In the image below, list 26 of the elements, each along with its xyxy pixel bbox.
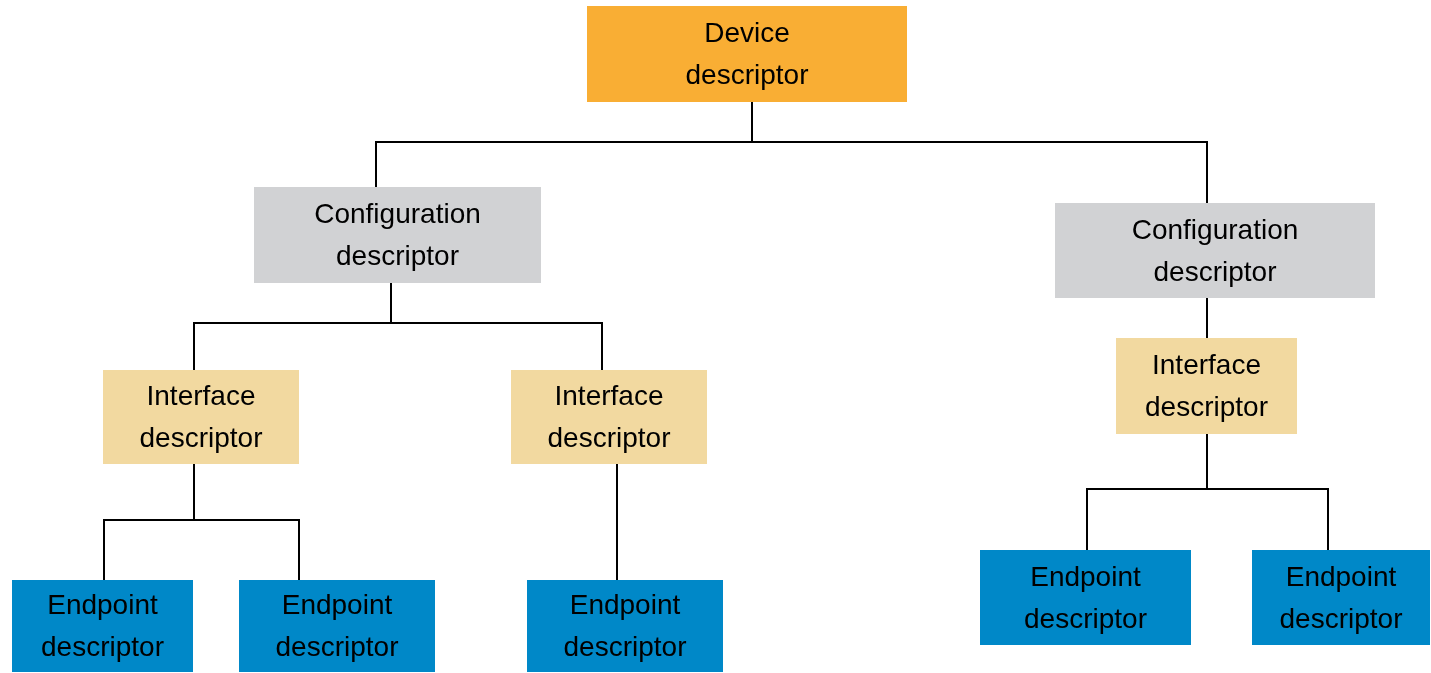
interface-box [511,370,707,464]
connector-line [1206,433,1329,551]
box-label: Interface descriptor [546,379,672,455]
box-label: Interface descriptor [1144,348,1269,424]
box-label: Interface descriptor [138,379,264,455]
interface-box [1116,338,1297,434]
connector-line [616,463,618,581]
box-label: Endpoint descriptor [274,588,400,664]
device-box [587,6,907,102]
box-label: Endpoint descriptor [1278,559,1404,636]
interface-box [103,370,299,464]
endpoint-box [1252,550,1430,645]
endpoint-box [527,580,723,672]
endpoint-box [239,580,435,672]
box-label: Configuration descriptor [1130,212,1300,289]
connector-line [1206,297,1208,339]
box-label: Endpoint descriptor [1023,559,1148,636]
configuration-box [1055,203,1375,298]
connector-line [390,282,603,371]
box-label: Endpoint descriptor [40,588,165,664]
box-label: Device descriptor [684,16,810,92]
configuration-box [254,187,541,283]
endpoint-box [12,580,193,672]
endpoint-box [980,550,1191,645]
box-label: Endpoint descriptor [562,588,688,664]
box-label: Configuration descriptor [313,197,482,273]
